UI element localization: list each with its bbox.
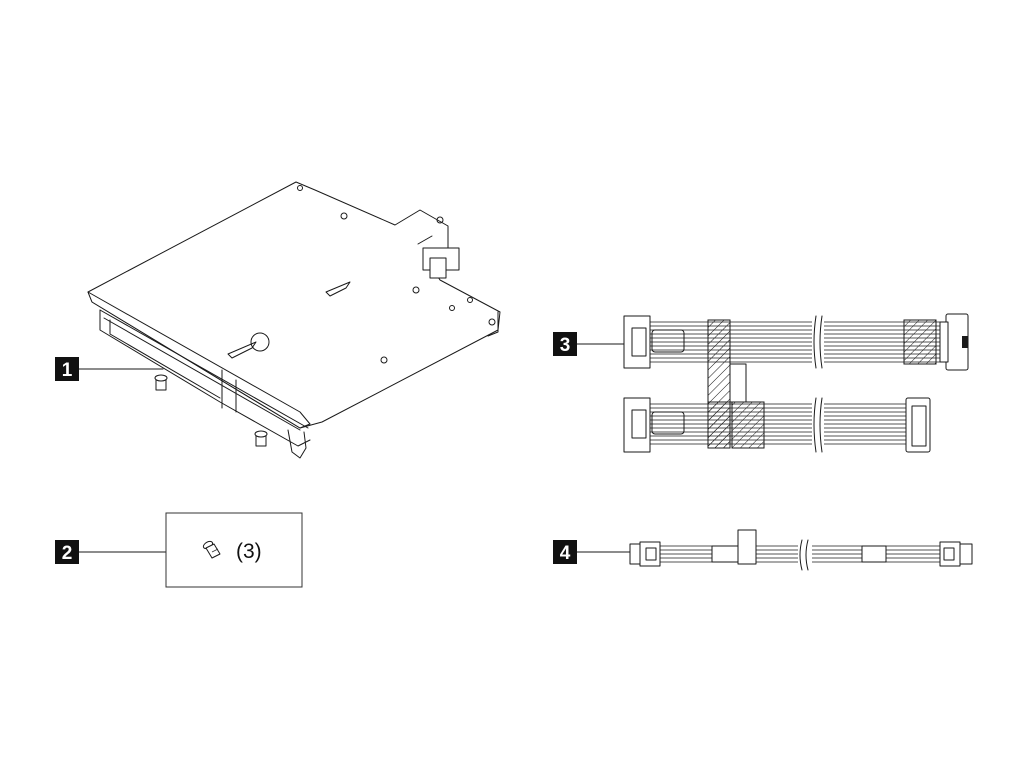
cable-branch-bottom (623, 397, 931, 453)
riser-cage-bracket (87, 181, 501, 459)
callout-4: 4 (553, 540, 577, 564)
screw-icon (202, 540, 221, 559)
thumbscrew (154, 374, 168, 391)
svg-text:2: 2 (62, 543, 73, 564)
svg-text:1: 1 (62, 360, 73, 381)
callout-1: 1 (55, 357, 79, 381)
svg-text:3: 3 (560, 335, 571, 356)
y-split-signal-cable (623, 313, 969, 453)
callout-2: 2 (55, 540, 79, 564)
callout-3: 3 (553, 332, 577, 356)
screw-box (165, 512, 303, 588)
power-cable (629, 529, 973, 571)
svg-text:4: 4 (560, 543, 571, 564)
screw-quantity: (3) (236, 540, 262, 563)
cable-branch-top (623, 313, 969, 371)
thumbscrew (254, 430, 268, 447)
